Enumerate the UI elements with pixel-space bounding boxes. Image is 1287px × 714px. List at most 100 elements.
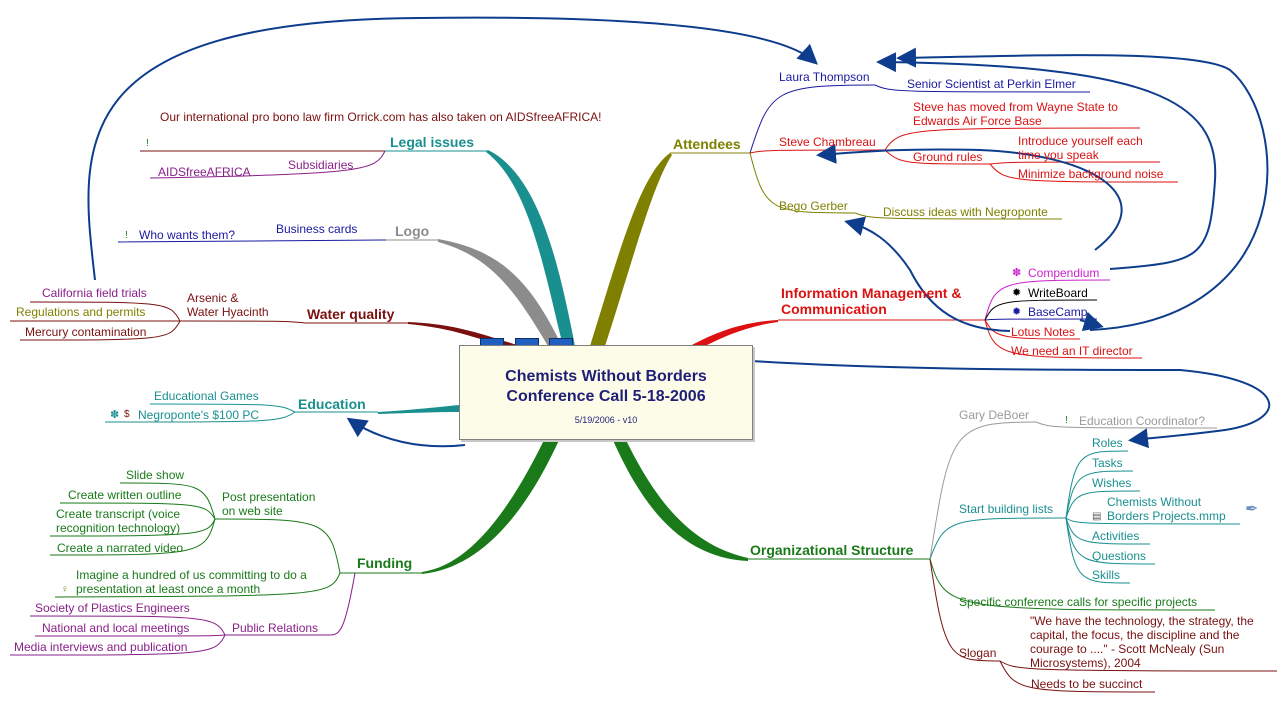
topic-information-management[interactable]: Information Management & Communication xyxy=(781,285,961,317)
subtopic-compendium[interactable]: Compendium xyxy=(1028,266,1100,280)
subtopic-basecamp[interactable]: BaseCamp xyxy=(1028,305,1088,319)
branch-org xyxy=(612,438,748,561)
subtopic-national-meetings[interactable]: National and local meetings xyxy=(42,621,190,635)
subtopic-narrated-video[interactable]: Create a narrated video xyxy=(57,541,184,555)
imagine-line1: Imagine a hundred of us committing to do… xyxy=(76,568,307,582)
topic-education[interactable]: Education xyxy=(298,396,366,412)
topic-funding[interactable]: Funding xyxy=(357,555,413,571)
gear-icon: ✹ xyxy=(1012,306,1022,318)
topic-water-quality[interactable]: Water quality xyxy=(307,306,395,322)
projects-line2: Borders Projects.mmp xyxy=(1107,509,1226,523)
subtopic-california[interactable]: California field trials xyxy=(42,286,147,300)
subtopic-subsidiaries[interactable]: Subsidiaries xyxy=(288,158,354,172)
subtopic-public-relations[interactable]: Public Relations xyxy=(232,621,319,635)
subtopic-educational-games[interactable]: Educational Games xyxy=(154,389,259,403)
subtopic-laura-title[interactable]: Senior Scientist at Perkin Elmer xyxy=(907,77,1076,91)
topic-organizational-structure[interactable]: Organizational Structure xyxy=(750,542,914,558)
subtopic-steve-chambreau[interactable]: Steve Chambreau xyxy=(779,135,876,149)
exclamation-icon: ! xyxy=(146,138,149,149)
lightbulb-icon: ♀ xyxy=(61,584,69,595)
subtopic-slide-show[interactable]: Slide show xyxy=(126,468,185,482)
subtopic-specific-calls[interactable]: Specific conference calls for specific p… xyxy=(959,595,1198,609)
subtopic-writeboard[interactable]: WriteBoard xyxy=(1028,286,1088,300)
subtopic-ground-rules[interactable]: Ground rules xyxy=(913,150,983,164)
subtopic-regulations[interactable]: Regulations and permits xyxy=(16,305,146,319)
subtopic-aidsfreeafrica[interactable]: AIDSfreeAFRICA xyxy=(158,165,251,179)
quill-icon: ✒ xyxy=(1245,501,1259,518)
subtopic-laura-thompson[interactable]: Laura Thompson xyxy=(779,70,870,84)
quote-line3: courage to ...." - Scott McNealy (Sun xyxy=(1030,642,1225,656)
transcript-line1: Create transcript (voice xyxy=(56,507,181,521)
steve-moved-line2: Edwards Air Force Base xyxy=(913,114,1042,128)
subtopic-media-interviews[interactable]: Media interviews and publication xyxy=(14,640,188,654)
branch-attendees xyxy=(590,153,672,346)
flower-icon: ✽ xyxy=(110,409,120,421)
subtopic-bego-discuss[interactable]: Discuss ideas with Negroponte xyxy=(883,205,1048,219)
subtopic-who-wants-them[interactable]: Who wants them? xyxy=(139,228,236,242)
quote-line1: "We have the technology, the strategy, t… xyxy=(1030,614,1254,628)
branch-info xyxy=(690,320,778,346)
arsenic-line1: Arsenic & xyxy=(187,291,239,305)
subtopic-questions[interactable]: Questions xyxy=(1092,549,1147,563)
dollar-icon: $ xyxy=(124,409,130,420)
subtopic-education-coordinator[interactable]: Education Coordinator? xyxy=(1079,414,1206,428)
subtopic-wishes[interactable]: Wishes xyxy=(1092,476,1132,490)
central-title-line1: Chemists Without Borders xyxy=(505,368,707,385)
steve-moved-line1: Steve has moved from Wayne State to xyxy=(913,100,1118,114)
subtopic-mercury[interactable]: Mercury contamination xyxy=(25,325,147,339)
subtopic-slogan[interactable]: Slogan xyxy=(959,646,997,660)
subtopic-steve-moved[interactable]: Steve has moved from Wayne State to Edwa… xyxy=(913,100,1118,128)
imagine-line2: presentation at least once a month xyxy=(76,582,261,596)
topic-logo[interactable]: Logo xyxy=(395,223,430,239)
topic-legal-issues[interactable]: Legal issues xyxy=(390,134,475,150)
quote-line4: Microsystems), 2004 xyxy=(1030,656,1141,670)
subtopic-written-outline[interactable]: Create written outline xyxy=(68,488,182,502)
flower-icon: ✽ xyxy=(1012,267,1022,279)
subtopic-imagine[interactable]: Imagine a hundred of us committing to do… xyxy=(76,568,307,596)
subtopic-it-director[interactable]: We need an IT director xyxy=(1011,344,1133,358)
subtopic-start-lists[interactable]: Start building lists xyxy=(959,502,1054,516)
subtopic-introduce[interactable]: Introduce yourself each time you speak xyxy=(1018,134,1143,162)
legal-note-text: Our international pro bono law firm Orri… xyxy=(160,110,602,124)
subtopic-quote[interactable]: "We have the technology, the strategy, t… xyxy=(1030,614,1254,670)
branch-logo xyxy=(438,239,562,346)
quote-line2: capital, the focus, the discipline and t… xyxy=(1030,628,1240,642)
info-title-line2: Communication xyxy=(781,301,887,317)
gear-icon: ✹ xyxy=(1012,287,1022,299)
central-title-line2: Conference Call 5-18-2006 xyxy=(506,388,706,405)
subtopic-minimize-noise[interactable]: Minimize background noise xyxy=(1018,167,1164,181)
subtopic-negroponte-pc[interactable]: Negroponte's $100 PC xyxy=(138,408,260,422)
projects-line1: Chemists Without xyxy=(1107,495,1202,509)
subtopic-lotus-notes[interactable]: Lotus Notes xyxy=(1011,325,1076,339)
subtopic-post-presentation[interactable]: Post presentation on web site xyxy=(222,490,315,518)
subtopic-tasks[interactable]: Tasks xyxy=(1092,456,1123,470)
transcript-line2: recognition technology) xyxy=(56,521,181,535)
subtopic-activities[interactable]: Activities xyxy=(1092,529,1140,543)
exclamation-icon: ! xyxy=(1065,415,1068,426)
subtopic-business-cards[interactable]: Business cards xyxy=(276,222,358,236)
subtopic-bego-gerber[interactable]: Bego Gerber xyxy=(779,199,848,213)
central-date: 5/19/2006 - v10 xyxy=(574,415,638,425)
legal-note[interactable]: Our international pro bono law firm Orri… xyxy=(145,110,602,124)
info-title-line1: Information Management & xyxy=(781,285,962,301)
exclamation-icon: ! xyxy=(125,230,128,241)
central-topic[interactable]: Chemists Without Borders Conference Call… xyxy=(459,345,753,440)
branch-legal xyxy=(486,150,575,346)
branch-education xyxy=(378,405,459,414)
subtopic-transcript[interactable]: Create transcript (voice recognition tec… xyxy=(56,507,180,535)
arsenic-line2: Water Hyacinth xyxy=(187,305,269,319)
post-line1: Post presentation xyxy=(222,490,316,504)
subtopic-plastics-engineers[interactable]: Society of Plastics Engineers xyxy=(35,601,190,615)
branch-funding xyxy=(422,438,560,574)
topic-attendees[interactable]: Attendees xyxy=(673,136,741,152)
document-icon: ▤ xyxy=(1092,511,1102,522)
subtopic-arsenic[interactable]: Arsenic & Water Hyacinth xyxy=(187,291,269,319)
subtopic-roles[interactable]: Roles xyxy=(1092,436,1123,450)
subtopic-projects-file[interactable]: Chemists Without Borders Projects.mmp xyxy=(1107,495,1226,523)
post-line2: on web site xyxy=(222,504,283,518)
subtopic-needs-succinct[interactable]: Needs to be succinct xyxy=(1031,677,1143,691)
subtopic-gary-deboer[interactable]: Gary DeBoer xyxy=(959,408,1030,422)
introduce-line1: Introduce yourself each xyxy=(1018,134,1143,148)
subtopic-skills[interactable]: Skills xyxy=(1092,568,1121,582)
